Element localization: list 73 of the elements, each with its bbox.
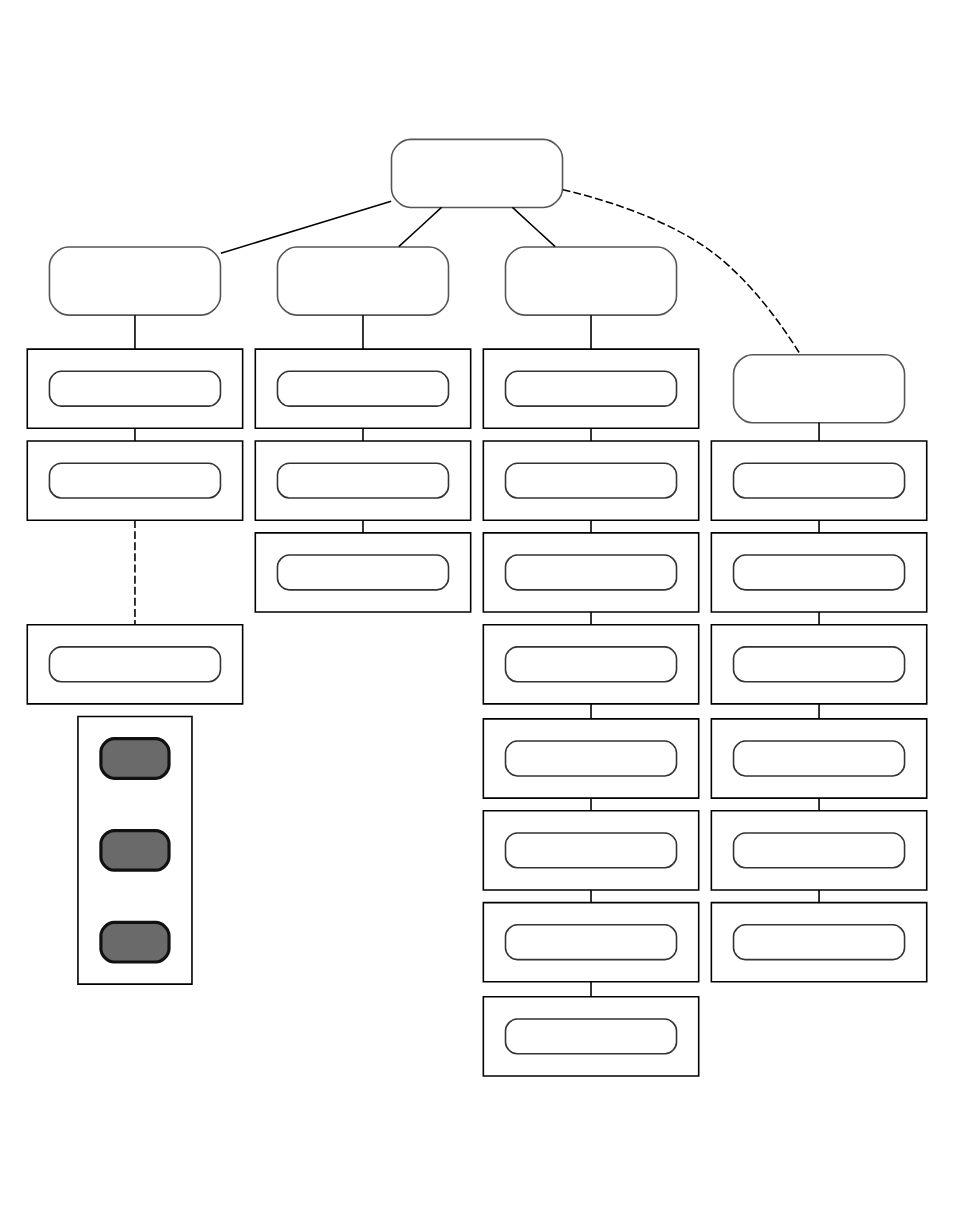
connector <box>590 427 592 442</box>
connector <box>134 427 136 442</box>
connector <box>220 199 392 254</box>
cluster <box>482 439 700 521</box>
node-box <box>276 553 450 591</box>
node-pill <box>732 353 906 424</box>
node-box <box>276 370 450 407</box>
node-box <box>504 739 678 777</box>
connector <box>362 427 364 442</box>
cluster <box>482 995 700 1077</box>
cluster <box>26 347 244 429</box>
connector <box>362 518 364 534</box>
connector <box>362 313 364 350</box>
node-box <box>504 370 678 407</box>
cluster <box>710 717 928 799</box>
connector <box>818 796 820 812</box>
node-pill <box>99 736 171 780</box>
node-box <box>48 461 222 499</box>
connector <box>818 518 820 534</box>
cluster <box>254 347 472 429</box>
connector <box>590 610 592 625</box>
node-box <box>732 739 906 777</box>
node-pill <box>48 245 222 316</box>
connector <box>590 980 592 998</box>
cluster <box>710 809 928 891</box>
node-box <box>732 645 906 682</box>
cluster <box>710 623 928 705</box>
cluster <box>482 901 700 983</box>
cluster <box>710 439 928 521</box>
connector <box>818 888 820 903</box>
cluster <box>482 347 700 429</box>
cluster <box>710 531 928 613</box>
connector <box>134 313 136 350</box>
connector <box>590 518 592 534</box>
node-pill <box>276 245 450 316</box>
node-box <box>732 923 906 960</box>
cluster <box>482 623 700 705</box>
node-box <box>504 831 678 869</box>
cluster <box>482 717 700 799</box>
connector <box>590 796 592 812</box>
connector <box>511 206 556 247</box>
cluster <box>26 623 244 705</box>
node-box <box>48 370 222 407</box>
node-box <box>48 645 222 682</box>
node-box <box>732 461 906 499</box>
cluster <box>482 531 700 613</box>
connector <box>818 702 820 720</box>
connector <box>562 188 801 355</box>
node-box <box>504 645 678 682</box>
node-box <box>504 923 678 960</box>
cluster <box>482 809 700 891</box>
node-pill <box>390 138 564 208</box>
node-pill <box>99 828 171 872</box>
connector <box>590 702 592 720</box>
cluster <box>254 531 472 613</box>
node-box <box>276 461 450 499</box>
connector <box>818 610 820 625</box>
node-box <box>732 831 906 869</box>
cluster <box>26 439 244 521</box>
node-box <box>504 553 678 591</box>
connector <box>398 206 443 247</box>
connector <box>818 421 820 442</box>
cluster <box>77 715 193 985</box>
node-box <box>504 461 678 499</box>
node-pill <box>504 245 678 316</box>
cluster <box>710 901 928 983</box>
node-pill <box>99 920 171 964</box>
node-box <box>732 553 906 591</box>
cluster <box>254 439 472 521</box>
connector <box>134 518 136 625</box>
connector <box>590 313 592 350</box>
connector <box>590 888 592 903</box>
node-box <box>504 1017 678 1055</box>
